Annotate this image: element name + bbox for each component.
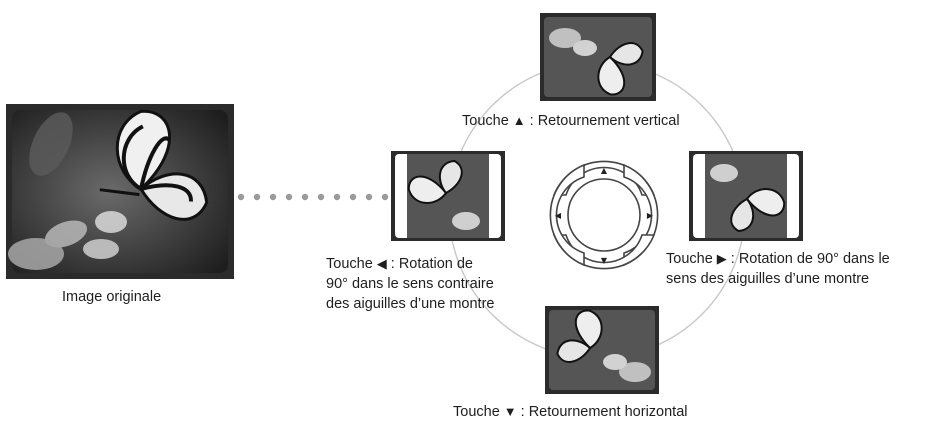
- up-arrow-icon: ▲: [512, 113, 526, 128]
- original-caption: Image originale: [62, 289, 162, 305]
- clockwise-rotation-image: [689, 151, 803, 241]
- right-caption: Touche▶: Rotation de 90° dans le sens de…: [666, 251, 890, 287]
- left-arrow-icon: ◀: [376, 256, 387, 271]
- dpad-down-icon: ▼: [601, 256, 608, 265]
- dpad-right-icon: ▶: [647, 211, 654, 220]
- left-caption: Touche◀: Rotation de 90° dans le sens co…: [326, 256, 495, 312]
- right-arrow-icon: ▶: [716, 251, 727, 266]
- original-butterfly-image: [6, 104, 234, 279]
- top-caption: Touche▲: Retournement vertical: [462, 113, 680, 129]
- down-arrow-icon: ▼: [503, 404, 517, 419]
- dpad-up-icon: ▲: [601, 166, 608, 175]
- bottom-caption: Touche▼: Retournement horizontal: [453, 404, 688, 420]
- remote-dpad: ▲ ▼ ◀ ▶: [549, 160, 659, 270]
- dpad-left-button[interactable]: [549, 163, 585, 267]
- dotted-connector: [237, 193, 389, 201]
- dpad-left-icon: ◀: [555, 211, 562, 220]
- vertical-flip-image: [540, 13, 656, 101]
- horizontal-flip-image: [545, 306, 659, 394]
- dpad-center[interactable]: [567, 178, 641, 252]
- counterclockwise-rotation-image: [391, 151, 505, 241]
